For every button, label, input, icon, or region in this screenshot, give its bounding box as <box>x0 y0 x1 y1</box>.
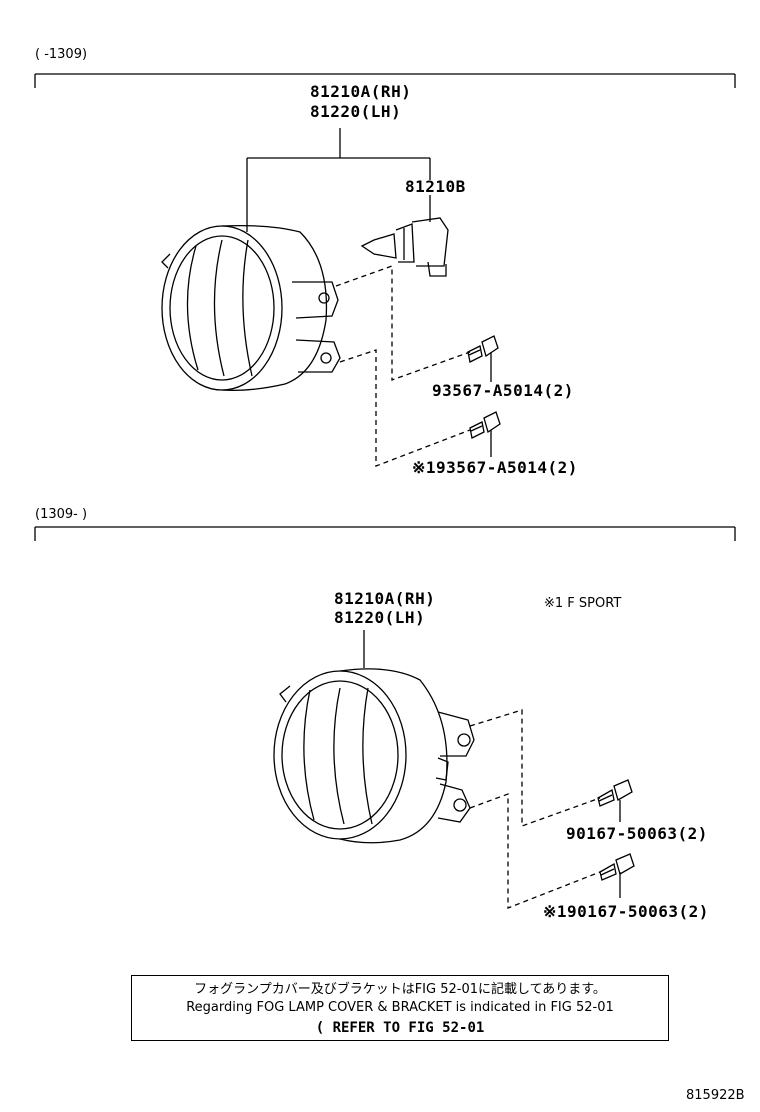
note-line-jp: フォグランプカバー及びブラケットはFIG 52-01に記載してあります。 <box>194 982 606 997</box>
note-line-ref-row: ( REFER TO FIG 52-01 <box>132 1020 668 1036</box>
section1-part-screw-a[interactable]: 93567-A5014(2) <box>432 381 574 400</box>
note-ref-link[interactable]: REFER TO FIG 52-01 <box>332 1020 485 1036</box>
figure-id: 815922B <box>686 1088 745 1103</box>
section2-part-rh[interactable]: 81210A(RH) <box>334 589 436 608</box>
note-line-en: Regarding FOG LAMP COVER & BRACKET is in… <box>186 1000 614 1015</box>
section2-leaders <box>363 630 621 909</box>
section2-fog-lamp <box>273 668 475 844</box>
section1-range: ( -1309) <box>35 47 88 62</box>
section1-part-bulb[interactable]: 81210B <box>405 177 466 196</box>
section2-frame <box>34 526 736 541</box>
section2-footnote: ※1 F SPORT <box>544 596 622 611</box>
section1-part-rh[interactable]: 81210A(RH) <box>310 82 412 101</box>
section1-leaders <box>246 128 492 467</box>
section1-fog-lamp <box>161 224 341 392</box>
section2-bolt-a <box>597 779 633 807</box>
section2-part-bolt-a[interactable]: 90167-50063(2) <box>566 824 708 843</box>
reference-note-box: フォグランプカバー及びブラケットはFIG 52-01に記載してあります。 Reg… <box>131 975 669 1041</box>
section1-screw-a <box>467 335 499 363</box>
section2-range: (1309- ) <box>35 507 88 522</box>
section2-part-lh[interactable]: 81220(LH) <box>334 608 426 627</box>
section2-part-bolt-b[interactable]: ※190167-50063(2) <box>543 902 709 921</box>
section1-screw-b <box>469 411 501 439</box>
note-ref-paren: ( <box>315 1020 325 1036</box>
section1-bulb <box>360 217 449 277</box>
section2-bolt-b <box>599 853 635 881</box>
section1-part-lh[interactable]: 81220(LH) <box>310 102 402 121</box>
section1-frame <box>34 73 736 88</box>
section1-part-screw-b[interactable]: ※193567-A5014(2) <box>412 458 578 477</box>
